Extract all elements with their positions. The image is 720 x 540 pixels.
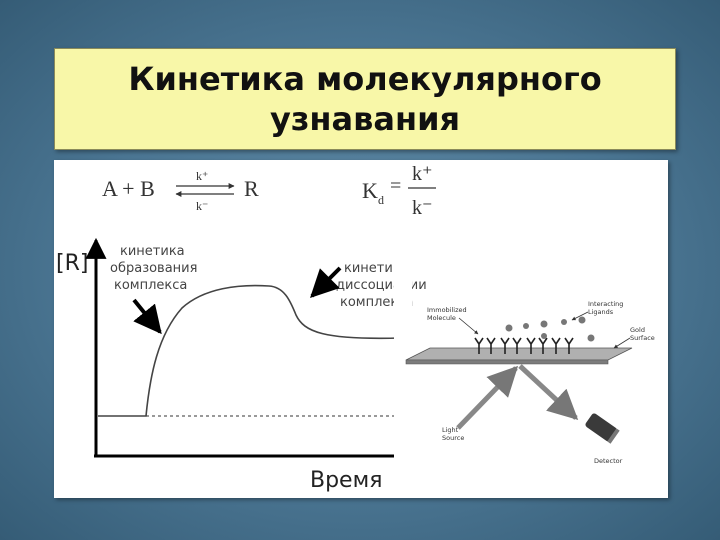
kd-numerator: k⁺ [412,163,433,185]
content-panel: A + B k⁺ k⁻ R K d = k⁺ k⁻ [R] Время кине… [54,160,668,498]
annotation-dissociation-line-2: диссоциации [336,278,427,293]
title-box: Кинетика молекулярного узнавания [54,48,676,150]
incident-beam [456,365,519,430]
interacting-ligands-label-1: Interacting [588,300,623,308]
title-line-2: узнавания [269,100,461,138]
gold-surface-slab [405,347,633,361]
gold-surface-edge [405,359,609,365]
annotation-association-line-3: комплекса [114,278,187,293]
annotation-dissociation-line-1: кинетика [344,261,409,276]
immobilized-molecule-label-1: Immobilized [427,306,467,314]
interacting-ligands-label-2: Ligands [588,308,614,316]
reaction-reactants: A + B [102,176,155,201]
light-source-label-2: Source [442,434,464,442]
detector-label: Detector [594,457,623,465]
light-source-label-1: Light [442,426,459,434]
kd-formula: K d = k⁺ k⁻ [362,163,436,219]
reaction-k-minus: k⁻ [196,199,208,213]
y-axis-label: [R] [56,251,88,276]
reflected-beam [518,364,579,421]
kd-symbol: K [362,178,378,203]
annotation-association-line-1: кинетика [120,244,185,259]
ligands-pointer [571,311,589,321]
reaction-k-plus: k⁺ [196,169,208,183]
kinetics-graph: [R] Время кинетика образования комплекса… [56,230,427,494]
binding-curve [98,284,401,417]
reaction-product: R [244,176,259,201]
kd-subscript: d [378,193,384,207]
gold-surface-label-2: Surface [630,334,655,342]
reaction-equation: A + B k⁺ k⁻ R [102,169,259,213]
interacting-ligands [505,316,595,342]
diagram-canvas: A + B k⁺ k⁻ R K d = k⁺ k⁻ [R] Время кине… [56,163,655,494]
dissociation-arrow [310,266,342,298]
x-axis-label: Время [310,468,382,493]
immobilized-receptors [474,337,574,354]
immobilized-molecule-label-2: Molecule [427,314,456,322]
gold-surface-label-1: Gold [630,326,645,334]
title-line-1: Кинетика молекулярного [128,60,602,98]
annotation-association-line-2: образования [110,261,197,276]
spr-schematic: Immobilized Molecule Interacting Ligands… [405,300,655,465]
kd-equals: = [390,175,401,197]
association-arrow [132,298,162,335]
kd-denominator: k⁻ [412,197,433,219]
annotation-association: кинетика образования комплекса [110,244,197,335]
graph-edge-mask [394,230,412,494]
immobilized-pointer [458,317,479,335]
gold-pointer [613,337,631,349]
detector [585,413,620,444]
